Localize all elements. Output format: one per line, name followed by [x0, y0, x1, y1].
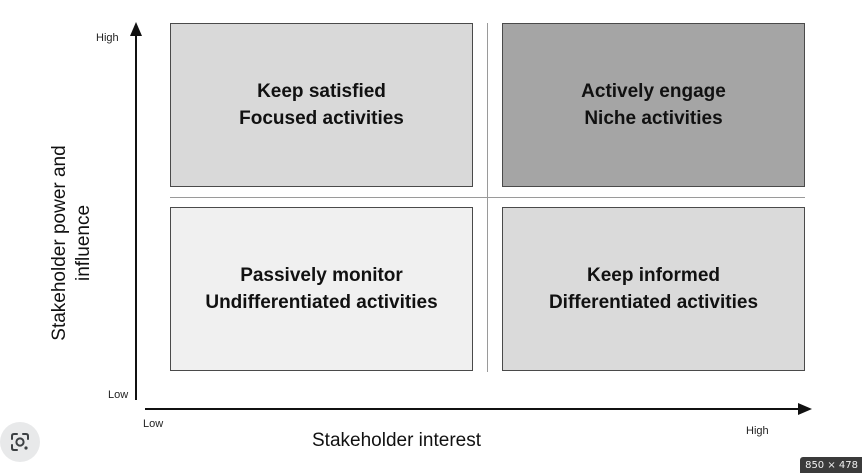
x-axis-title: Stakeholder interest [312, 430, 481, 451]
quadrant-title: Passively monitor [240, 265, 403, 286]
x-axis-high-label: High [746, 425, 769, 437]
image-size-badge: 850 × 478 [800, 457, 862, 473]
quadrant-actively-engage: Actively engage Niche activities [502, 23, 805, 187]
quadrant-title: Keep informed [586, 265, 721, 286]
y-axis-low-label: Low [108, 389, 129, 401]
quadrant-keep-informed: Keep informed Differentiated activities [502, 207, 805, 371]
quadrant-title: Actively engage [581, 81, 726, 102]
x-axis-arrowhead [798, 403, 812, 415]
quadrant-subtitle: Differentiated activities [548, 292, 759, 313]
x-axis-low-label: Low [143, 418, 164, 430]
quadrant-keep-satisfied: Keep satisfied Focused activities [170, 23, 473, 187]
y-axis-title: Stakeholder power and influence [48, 123, 96, 363]
google-lens-icon [11, 433, 29, 451]
y-axis-title-line1: Stakeholder power and [49, 145, 70, 341]
y-axis-high-label: High [96, 32, 119, 44]
quadrant-title: Keep satisfied [257, 81, 386, 102]
quadrant-subtitle: Focused activities [239, 108, 404, 129]
google-lens-button[interactable] [0, 422, 40, 462]
y-axis-title-line2: influence [73, 204, 94, 282]
quadrant-passively-monitor: Passively monitor Undifferentiated activ… [170, 207, 473, 371]
quadrant-subtitle: Undifferentiated activities [205, 292, 438, 313]
y-axis-arrowhead [130, 22, 142, 36]
horizontal-divider [170, 197, 805, 198]
quadrant-subtitle: Niche activities [584, 108, 723, 129]
